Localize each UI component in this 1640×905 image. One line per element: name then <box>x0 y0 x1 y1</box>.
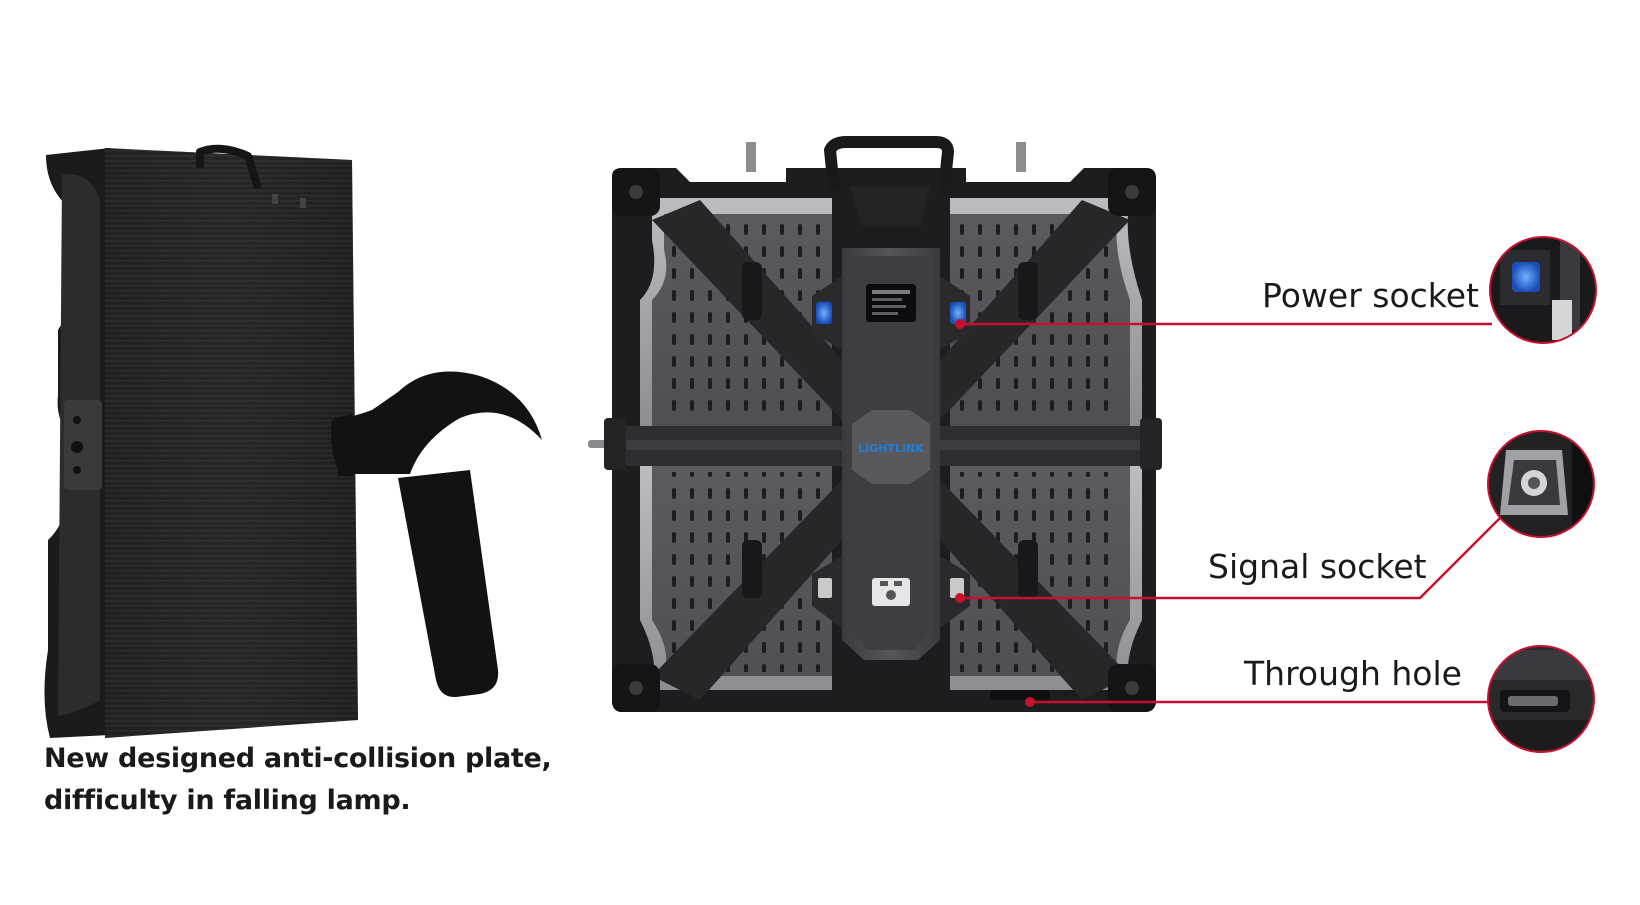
caption-line-1: New designed anti-collision plate, <box>44 743 552 774</box>
feature-caption: New designed anti-collision plate, diffi… <box>44 738 604 822</box>
callout-power-socket <box>955 236 1597 344</box>
cabinet-rear-view: LIGHTLINK <box>588 136 1162 712</box>
hammer-icon <box>331 371 542 698</box>
caption-line-2: difficulty in falling lamp. <box>44 785 411 816</box>
through-hole-label: Through hole <box>1244 654 1462 693</box>
callout-through-hole <box>1025 645 1595 753</box>
signal-socket-label: Signal socket <box>1208 547 1427 586</box>
led-panel-side-view <box>44 144 358 738</box>
power-socket-label: Power socket <box>1262 276 1479 315</box>
brand-logo: LIGHTLINK <box>858 442 924 455</box>
callout-signal-socket <box>955 430 1595 603</box>
